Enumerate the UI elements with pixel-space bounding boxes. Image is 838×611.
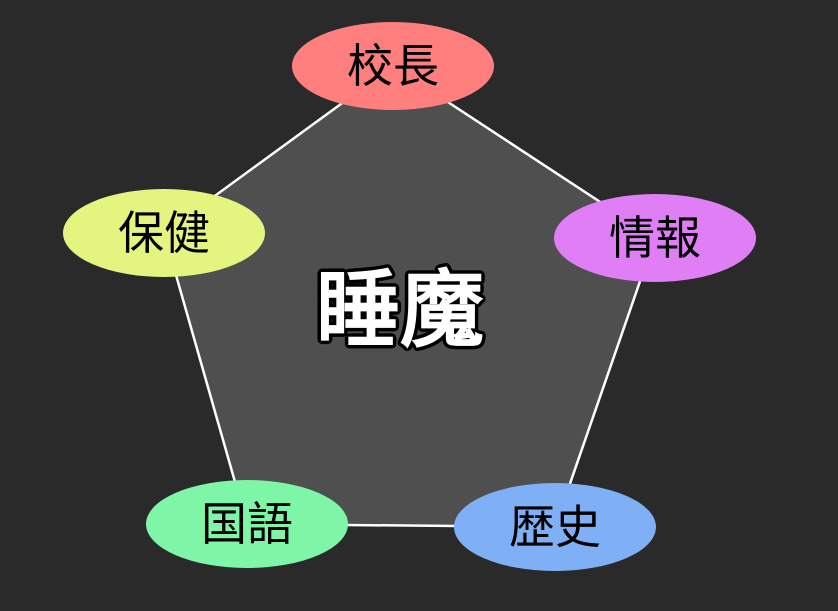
node-joho-ellipse	[554, 194, 756, 282]
node-rekishi-label: 歴史	[509, 500, 601, 554]
node-kocho-label: 校長	[347, 39, 439, 93]
node-kokugo-label: 国語	[201, 497, 293, 551]
node-joho-label: 情報	[609, 211, 701, 265]
node-hoken: 保健	[63, 189, 265, 277]
node-rekishi: 歴史	[454, 483, 656, 571]
center-label: 睡魔	[316, 261, 484, 359]
node-hoken-ellipse	[63, 189, 265, 277]
node-hoken-label: 保健	[118, 206, 210, 260]
node-kokugo: 国語	[146, 480, 348, 568]
node-joho: 情報	[554, 194, 756, 282]
node-kokugo-ellipse	[146, 480, 348, 568]
node-kocho: 校長	[292, 22, 494, 110]
node-rekishi-ellipse	[454, 483, 656, 571]
node-kocho-ellipse	[292, 22, 494, 110]
